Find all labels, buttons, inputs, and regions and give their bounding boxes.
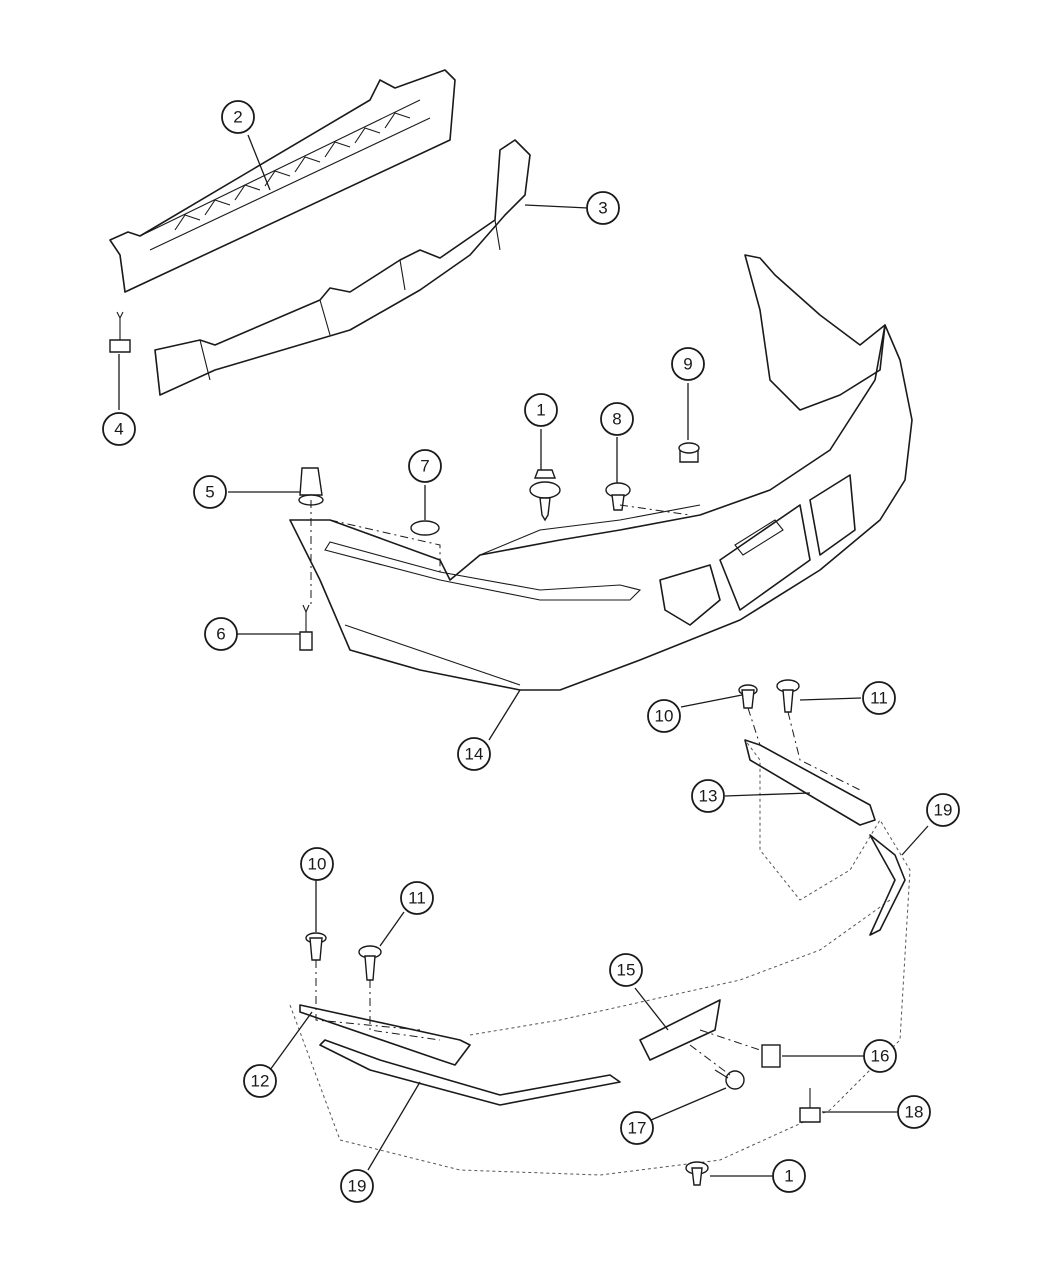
callout-13: 13 [691, 779, 725, 813]
rivet-fastener-8 [605, 482, 631, 511]
callout-9: 9 [671, 347, 705, 381]
callout-10-lower: 10 [300, 847, 334, 881]
callout-14: 14 [457, 737, 491, 771]
leader-lines [118, 134, 929, 1177]
bracket-part-13 [744, 739, 876, 826]
nut-fastener-16 [761, 1044, 781, 1068]
callout-19-upper: 19 [926, 793, 960, 827]
svg-text:10: 10 [308, 855, 327, 874]
svg-text:7: 7 [420, 457, 429, 476]
svg-text:11: 11 [870, 689, 888, 708]
svg-text:4: 4 [114, 420, 123, 439]
bolt-fastener-18 [799, 1088, 821, 1123]
bolt-fastener-4 [109, 311, 131, 353]
svg-text:16: 16 [871, 1047, 890, 1066]
svg-text:9: 9 [683, 355, 692, 374]
push-pin-fastener-1-lower [685, 1161, 709, 1186]
energy-absorber-part [109, 69, 456, 293]
callout-16: 16 [863, 1039, 897, 1073]
callout-17: 17 [620, 1111, 654, 1145]
fastener-11-upper [776, 679, 800, 713]
callout-6: 6 [204, 617, 238, 651]
svg-text:13: 13 [699, 787, 718, 806]
callout-8: 8 [600, 402, 634, 436]
callout-15: 15 [609, 953, 643, 987]
washer-fastener [410, 520, 440, 536]
svg-text:12: 12 [251, 1072, 270, 1091]
svg-text:1: 1 [784, 1167, 793, 1186]
svg-text:18: 18 [905, 1103, 924, 1122]
callout-18: 18 [897, 1095, 931, 1129]
svg-text:19: 19 [934, 801, 953, 820]
bumper-fascia-part [289, 254, 913, 691]
bracket-part-12 [299, 1004, 471, 1066]
screw-fastener [299, 604, 313, 651]
svg-text:11: 11 [408, 889, 426, 908]
lower-fascia-outline [289, 739, 911, 1176]
retainer-clip-fastener [298, 467, 324, 506]
svg-text:1: 1 [536, 401, 545, 420]
svg-text:3: 3 [598, 199, 607, 218]
callout-7: 7 [408, 449, 442, 483]
callout-12: 12 [243, 1064, 277, 1098]
svg-text:10: 10 [655, 707, 674, 726]
callout-11-lower: 11 [400, 881, 434, 915]
svg-text:19: 19 [348, 1177, 367, 1196]
fastener-10-lower [305, 932, 327, 961]
svg-text:17: 17 [628, 1119, 647, 1138]
svg-text:14: 14 [465, 745, 484, 764]
svg-text:6: 6 [216, 625, 225, 644]
molding-strip-19-right [869, 834, 906, 936]
svg-text:5: 5 [205, 483, 214, 502]
callout-2: 2 [221, 100, 255, 134]
svg-text:15: 15 [617, 961, 636, 980]
callout-3: 3 [586, 191, 620, 225]
svg-text:2: 2 [233, 108, 242, 127]
svg-text:8: 8 [612, 410, 621, 429]
callout-19-lower: 19 [340, 1169, 374, 1203]
alignment-lines [310, 500, 861, 1076]
fastener-11-lower [358, 945, 382, 981]
screw-fastener-17 [714, 1069, 745, 1090]
push-pin-fastener [529, 469, 561, 522]
callout-1-lower: 1 [772, 1159, 806, 1193]
molding-strip-19-left [319, 1039, 621, 1106]
fastener-10-upper [738, 684, 758, 709]
bracket-part-15 [639, 999, 721, 1061]
callout-1-upper: 1 [524, 393, 558, 427]
callout-10-upper: 10 [647, 699, 681, 733]
callout-4: 4 [102, 412, 136, 446]
callout-11-upper: 11 [862, 681, 896, 715]
callout-5: 5 [193, 475, 227, 509]
bumper-reinforcement-part [154, 139, 531, 396]
grommet-fastener-9 [678, 442, 700, 463]
